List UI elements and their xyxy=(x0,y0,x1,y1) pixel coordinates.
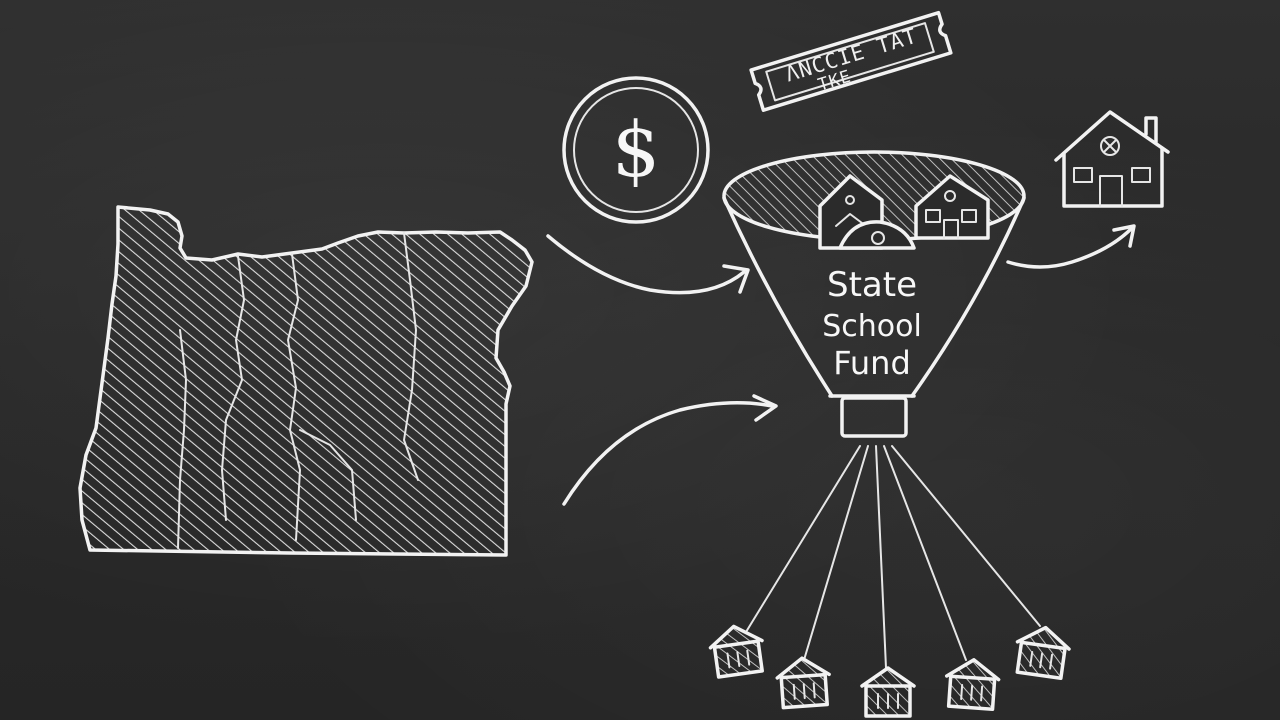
school-building-icon xyxy=(860,666,916,718)
state-school-fund-funnel: State School Fund xyxy=(722,150,1026,438)
income-tax-ticket: ΛNCCIE TAT ΤΚΕ xyxy=(749,10,953,112)
school-building-icon xyxy=(944,658,1001,711)
dollar-coin-icon: $ xyxy=(562,76,710,224)
distribution-lines xyxy=(745,445,1041,669)
home-icon xyxy=(1054,110,1170,208)
fund-label-line3: Fund xyxy=(833,344,911,382)
oregon-state-map xyxy=(78,205,534,557)
school-building-icon xyxy=(708,624,764,679)
school-building-icon xyxy=(1015,625,1071,680)
fund-label-line2: School xyxy=(822,309,922,344)
arrow-fund-to-home xyxy=(1006,224,1136,269)
arrow-state-to-fund xyxy=(562,394,778,506)
funnel-house-right-icon xyxy=(914,174,990,240)
fund-label-line1: State xyxy=(827,265,917,305)
arrow-coin-to-fund xyxy=(546,234,750,295)
funnel-school-bus-icon xyxy=(838,220,916,250)
dollar-symbol: $ xyxy=(612,105,660,194)
school-building-icon xyxy=(775,656,831,710)
